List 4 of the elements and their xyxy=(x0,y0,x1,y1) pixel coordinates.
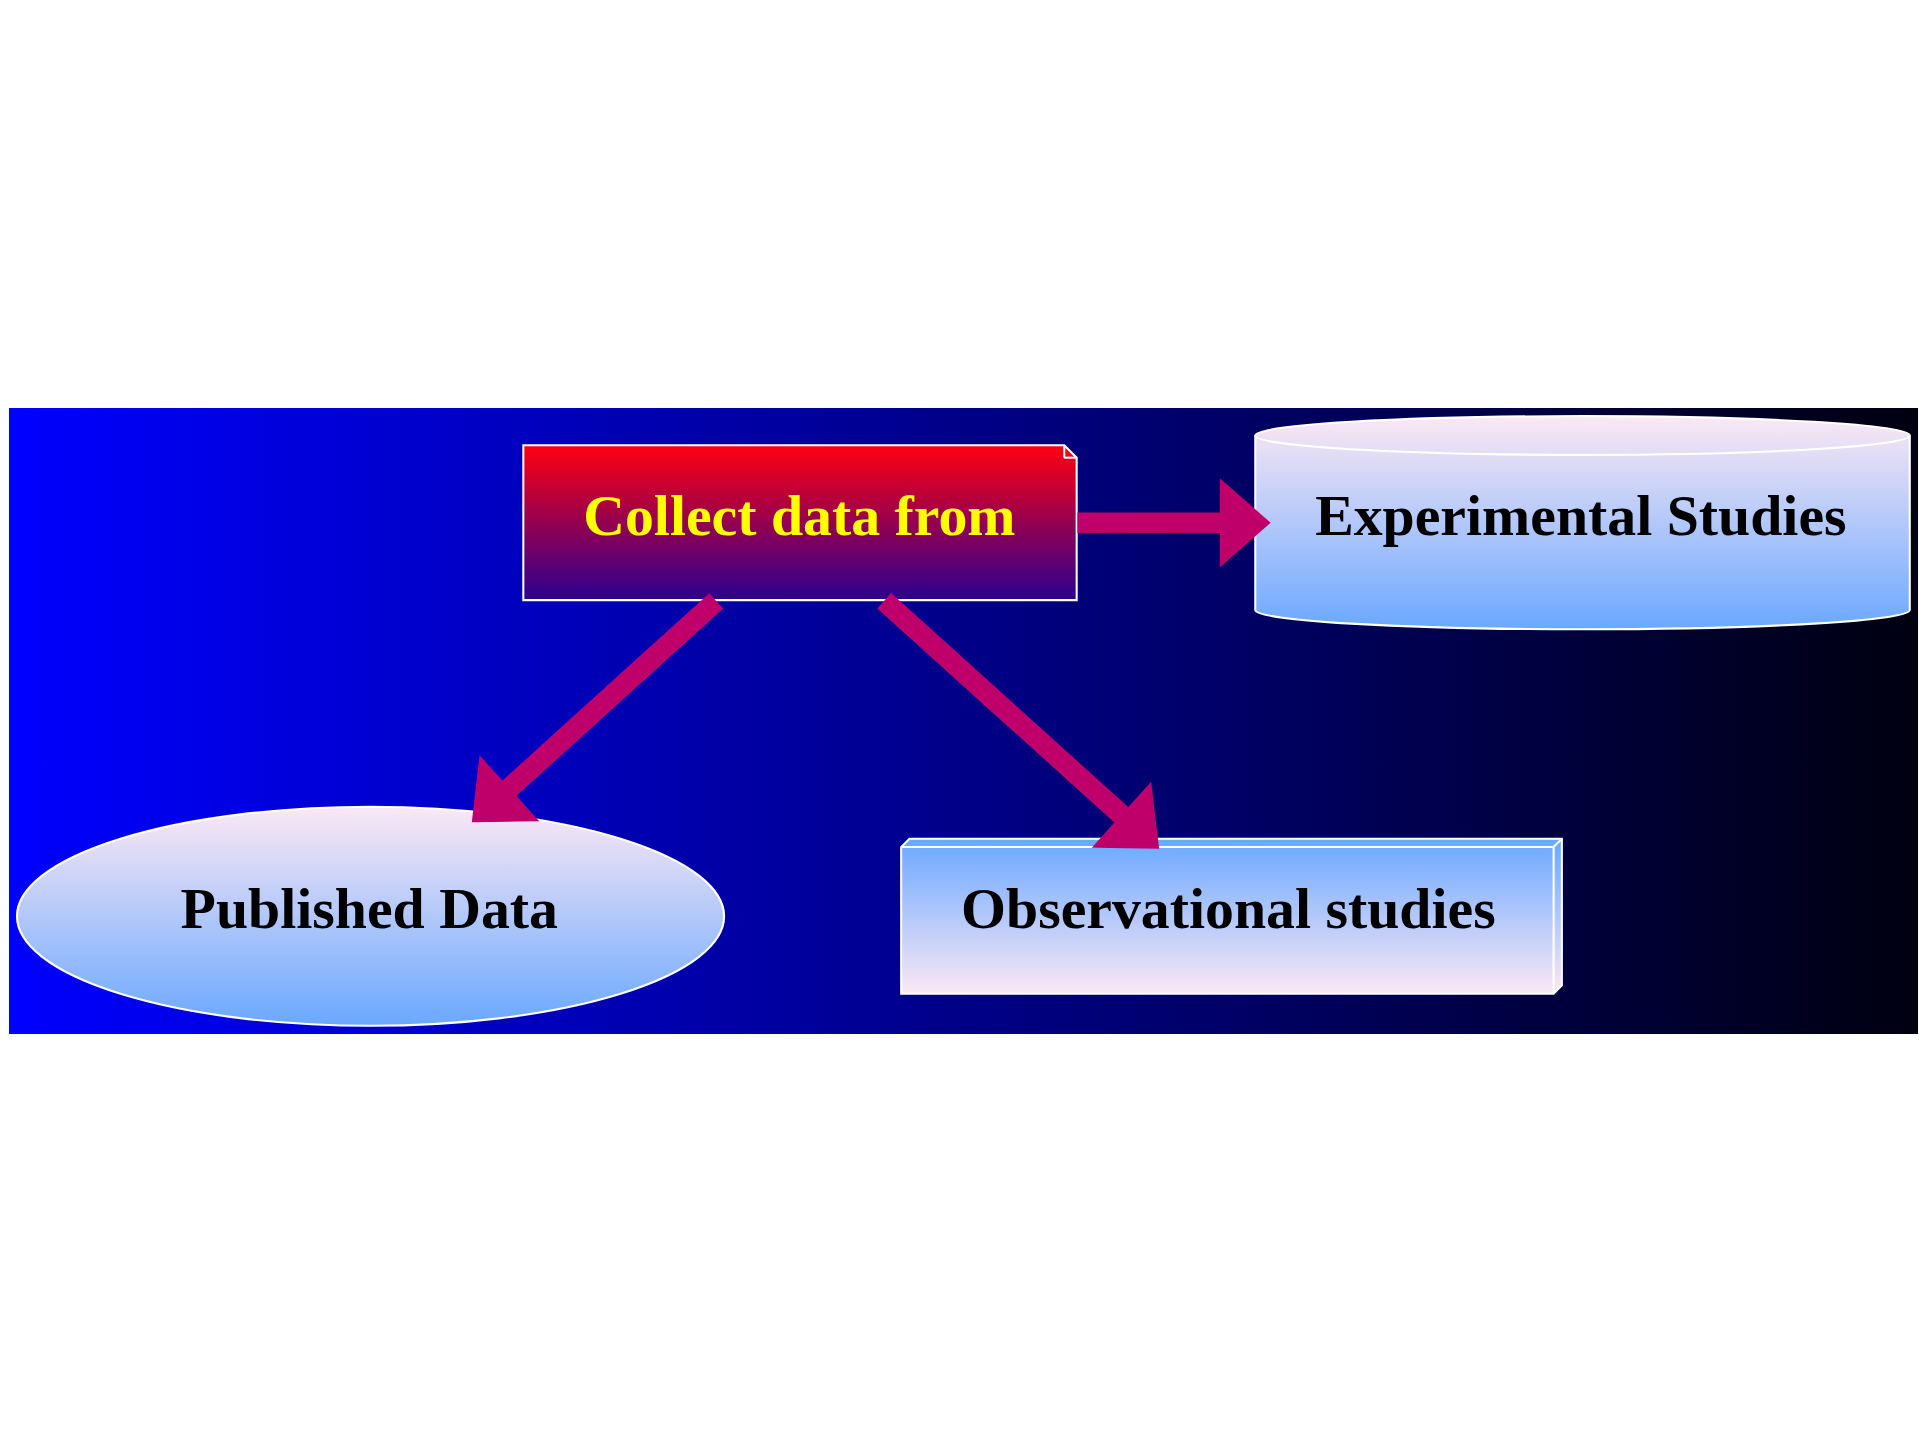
arrow xyxy=(877,592,1160,849)
node-ellipse: Published Data xyxy=(15,805,726,1027)
arrow xyxy=(1077,477,1271,567)
arrow xyxy=(471,592,724,822)
